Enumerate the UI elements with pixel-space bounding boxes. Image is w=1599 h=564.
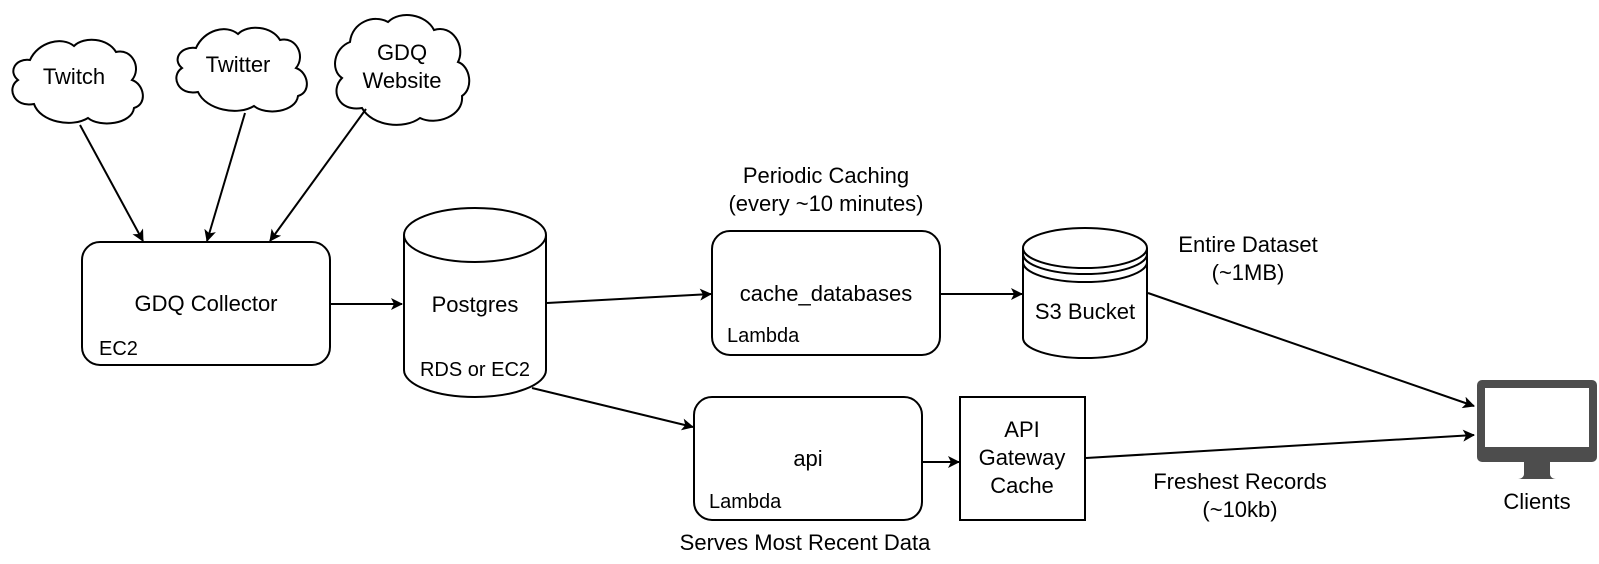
postgres-node: Postgres RDS or EC2	[403, 207, 547, 398]
gdq-website-label-line-2: Website	[362, 68, 441, 93]
cache-caption-line-2: (every ~10 minutes)	[728, 191, 923, 216]
cache-databases-sublabel: Lambda	[727, 325, 800, 347]
edge-s3-to-clients	[1147, 292, 1475, 409]
gateway-label-line-2: Gateway	[979, 445, 1066, 470]
cache-caption-line-1: Periodic Caching	[743, 163, 909, 188]
api-lambda-node: api Lambda	[693, 396, 923, 521]
postgres-label: Postgres	[432, 292, 519, 317]
clients-node: Clients	[1477, 380, 1597, 514]
clients-label: Clients	[1503, 489, 1570, 514]
cloud-icon	[175, 26, 308, 113]
monitor-icon	[1477, 380, 1597, 479]
edge-twitch-to-collector	[79, 124, 144, 242]
edge-gateway-to-clients	[1085, 429, 1475, 459]
twitter-label: Twitter	[206, 52, 271, 77]
edge-postgres-to-cache-databases	[546, 288, 712, 304]
edge-twitter-to-collector	[204, 112, 246, 242]
twitch-cloud: Twitch	[11, 38, 144, 125]
gdq-collector-node: GDQ Collector EC2	[81, 241, 331, 366]
gdq-website-cloud: GDQ Website	[334, 14, 471, 126]
edge-label-entire-dataset-line-2: (~1MB)	[1212, 260, 1285, 285]
edge-gdq-website-to-collector	[269, 108, 367, 242]
api-lambda-sublabel: Lambda	[709, 491, 782, 513]
api-lambda-caption: Serves Most Recent Data	[680, 530, 931, 555]
twitch-label: Twitch	[43, 64, 105, 89]
api-lambda-label: api	[793, 446, 822, 471]
gdq-collector-sublabel: EC2	[99, 338, 138, 360]
cache-databases-label: cache_databases	[740, 281, 912, 306]
s3-bucket-label: S3 Bucket	[1035, 299, 1135, 324]
gateway-label-line-1: API	[1004, 417, 1039, 442]
postgres-sublabel: RDS or EC2	[420, 359, 530, 381]
edge-label-freshest-records-line-1: Freshest Records	[1153, 469, 1327, 494]
edge-postgres-to-api	[531, 387, 694, 431]
gdq-website-label-line-1: GDQ	[377, 40, 427, 65]
edge-label-freshest-records-line-2: (~10kb)	[1202, 497, 1277, 522]
cache-databases-node: cache_databases Lambda	[711, 230, 941, 356]
gateway-label-line-3: Cache	[990, 473, 1054, 498]
twitter-cloud: Twitter	[175, 26, 308, 113]
edges	[79, 108, 1475, 468]
cloud-icon	[334, 14, 471, 126]
api-gateway-cache-node: API Gateway Cache	[959, 396, 1086, 521]
gdq-collector-label: GDQ Collector	[134, 291, 277, 316]
edge-label-entire-dataset-line-1: Entire Dataset	[1178, 232, 1317, 257]
cloud-icon	[11, 38, 144, 125]
s3-bucket-node: S3 Bucket	[1022, 227, 1148, 359]
